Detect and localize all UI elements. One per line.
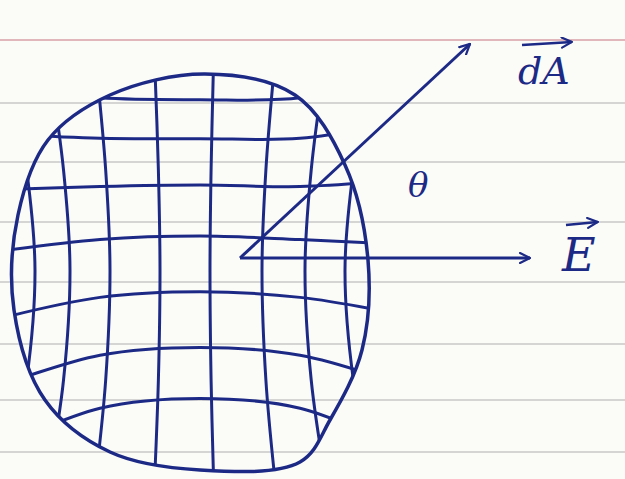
- paper-rule: [0, 281, 625, 282]
- paper-rule: [0, 343, 625, 344]
- latitude-line: [0, 347, 380, 385]
- latitude-line: [0, 79, 380, 101]
- latitude-line: [0, 398, 380, 447]
- meridian-line: [155, 60, 160, 479]
- meridian-line: [262, 60, 275, 479]
- paper-rule: [0, 221, 625, 222]
- vector-overarrow: [566, 222, 598, 225]
- latitude-line: [0, 292, 380, 319]
- surface-grid: [0, 60, 380, 479]
- meridian-line: [96, 60, 110, 479]
- paper-rule: [0, 39, 625, 40]
- vector-label: dA: [518, 52, 570, 90]
- closed-surface: [12, 74, 370, 472]
- angle-label: θ: [408, 168, 428, 202]
- field-vector: [240, 257, 530, 260]
- meridian-line: [210, 60, 214, 479]
- vector-label: E: [562, 232, 596, 278]
- area-vector: [240, 44, 470, 258]
- vectors: [240, 42, 598, 258]
- vector-overarrow: [522, 42, 572, 45]
- latitude-line: [0, 236, 380, 251]
